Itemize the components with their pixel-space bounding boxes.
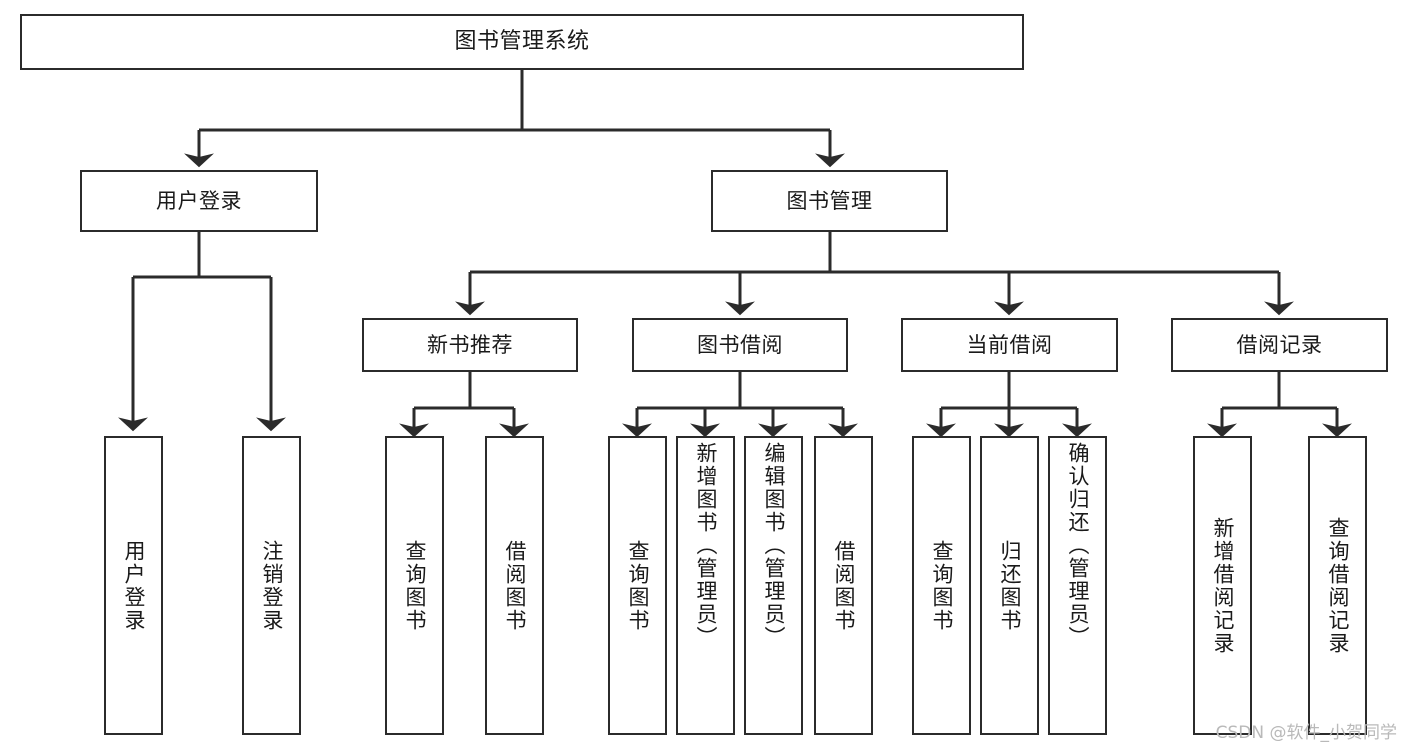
node-label: 新书推荐 — [427, 332, 513, 357]
leaf-confirm-return-admin[interactable]: 确认归还（管理员） — [1048, 436, 1107, 735]
node-label: 确认归还（管理员） — [1066, 442, 1090, 649]
leaf-user-login[interactable]: 用户登录 — [104, 436, 163, 735]
node-label: 图书管理系统 — [454, 29, 590, 55]
leaf-return-book[interactable]: 归还图书 — [980, 436, 1039, 735]
leaf-borrow-book-borrow[interactable]: 借阅图书 — [814, 436, 873, 735]
node-user-login[interactable]: 用户登录 — [80, 170, 318, 232]
leaf-add-book-admin[interactable]: 新增图书（管理员） — [676, 436, 735, 735]
node-label: 借阅图书 — [832, 539, 856, 632]
node-label: 图书借阅 — [697, 332, 783, 357]
node-label: 编辑图书（管理员） — [762, 442, 786, 649]
node-new-book-recommend[interactable]: 新书推荐 — [362, 318, 578, 372]
node-borrow-record[interactable]: 借阅记录 — [1171, 318, 1388, 372]
leaf-borrow-book-recommend[interactable]: 借阅图书 — [485, 436, 544, 735]
node-label: 当前借阅 — [966, 332, 1053, 357]
leaf-query-book-borrow[interactable]: 查询图书 — [608, 436, 667, 735]
node-label: 用户登录 — [156, 188, 242, 213]
leaf-edit-book-admin[interactable]: 编辑图书（管理员） — [744, 436, 803, 735]
node-label: 查询图书 — [930, 539, 954, 632]
node-label: 注销登录 — [260, 539, 284, 632]
node-book-management[interactable]: 图书管理 — [711, 170, 948, 232]
node-label: 查询图书 — [626, 539, 650, 632]
node-book-borrow[interactable]: 图书借阅 — [632, 318, 848, 372]
node-label: 图书管理 — [786, 188, 873, 213]
node-label: 用户登录 — [122, 539, 146, 632]
node-label: 借阅图书 — [503, 539, 527, 632]
leaf-query-book-recommend[interactable]: 查询图书 — [385, 436, 444, 735]
node-label: 查询图书 — [403, 539, 427, 632]
node-root-book-management-system[interactable]: 图书管理系统 — [20, 14, 1024, 70]
node-current-borrow[interactable]: 当前借阅 — [901, 318, 1118, 372]
leaf-logout-login[interactable]: 注销登录 — [242, 436, 301, 735]
watermark-text: CSDN @软件_小贺同学 — [1215, 723, 1397, 743]
node-label: 新增借阅记录 — [1211, 516, 1235, 655]
node-label: 归还图书 — [998, 539, 1022, 632]
node-label: 新增图书（管理员） — [694, 442, 718, 649]
leaf-add-borrow-record[interactable]: 新增借阅记录 — [1193, 436, 1252, 735]
node-label: 查询借阅记录 — [1326, 516, 1350, 655]
node-label: 借阅记录 — [1236, 332, 1323, 357]
leaf-query-borrow-record[interactable]: 查询借阅记录 — [1308, 436, 1367, 735]
leaf-query-book-current[interactable]: 查询图书 — [912, 436, 971, 735]
